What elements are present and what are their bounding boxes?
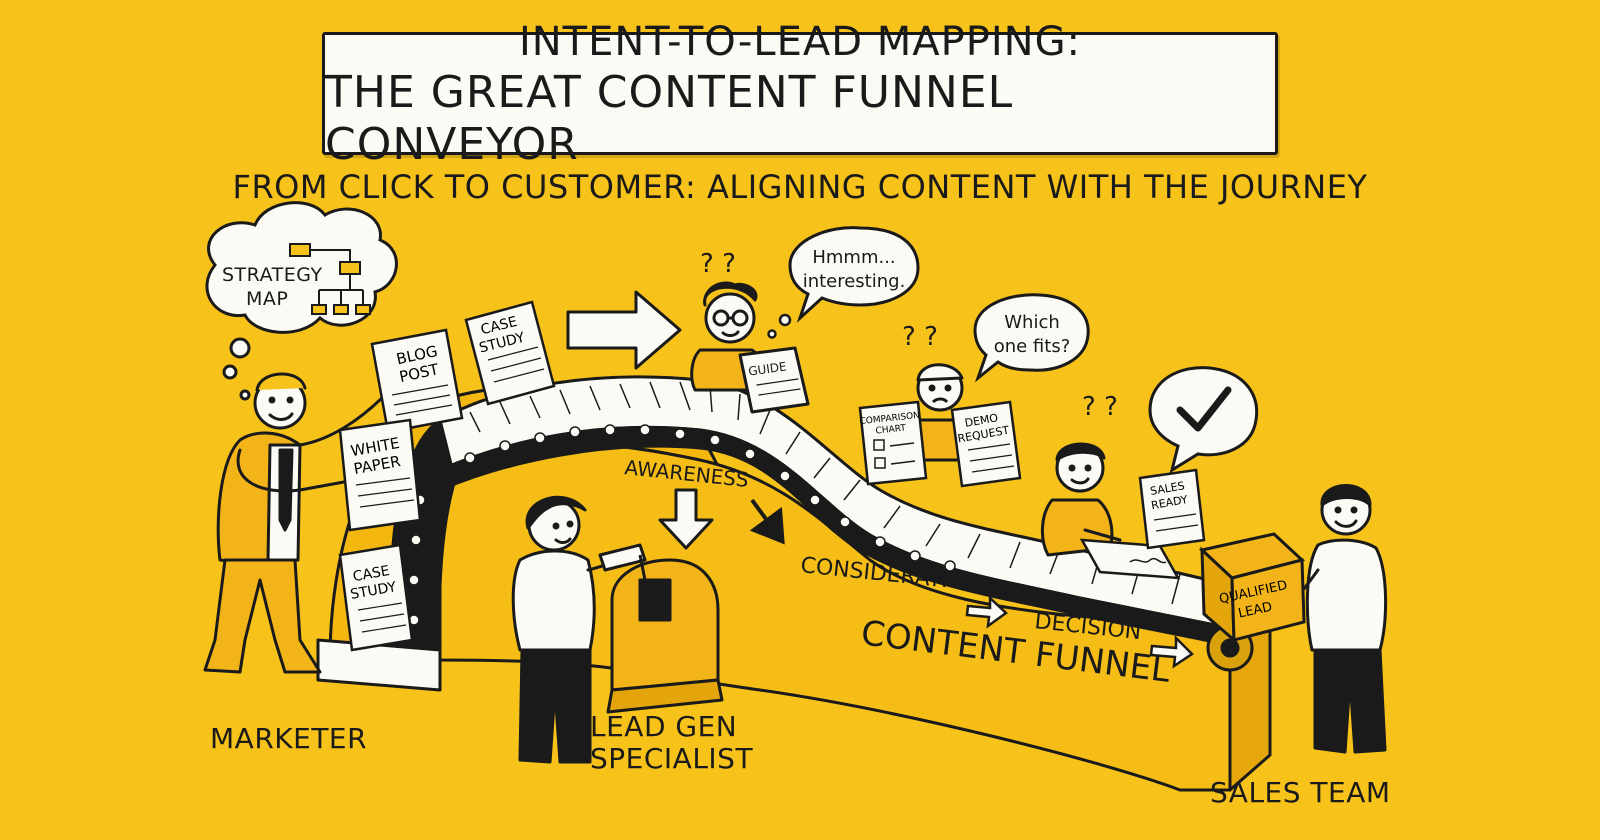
comparison-line-2: CHART	[875, 423, 907, 436]
marketer-figure	[203, 372, 387, 674]
lead-machine	[598, 543, 724, 714]
lead-gen-specialist-figure	[511, 495, 632, 764]
demo-request-document: DEMO REQUEST	[950, 400, 1022, 488]
strategy-map-line-1: STRATEGY	[222, 264, 323, 286]
sales-team-figure	[1290, 484, 1388, 754]
awareness-arrow-icon	[658, 488, 714, 550]
reader-question-marks: ? ?	[700, 249, 736, 279]
evaluator-speech-line-2: one fits?	[994, 336, 1071, 357]
case-study-low-line-2: STUDY	[349, 579, 398, 603]
reader-figure: GUIDE	[690, 281, 810, 414]
label-marketer: MARKETER	[210, 722, 368, 755]
label-lead-gen-line-2: SPECIALIST	[590, 742, 754, 775]
label-sales-team: SALES TEAM	[1210, 776, 1391, 809]
signer-question-marks: ? ?	[1082, 392, 1118, 422]
decision-arrow-icon	[1149, 634, 1194, 669]
white-paper-document: WHITE PAPER	[338, 418, 422, 532]
evaluator-speech-bubble: Which one fits?	[973, 293, 1090, 383]
flow-arrow-icon	[566, 290, 682, 370]
evaluator-question-text: ? ?	[902, 322, 938, 352]
blog-post-document: BLOG POST	[370, 328, 464, 434]
qualified-lead-line-2: LEAD	[1237, 600, 1274, 622]
belt-rollers	[408, 424, 956, 626]
sales-ready-line-2: READY	[1150, 493, 1189, 512]
title-box: INTENT-TO-LEAD MAPPING: THE GREAT CONTEN…	[322, 19, 1278, 170]
case-study-document-top: CASE STUDY	[464, 300, 556, 406]
case-study-low-line-1: CASE	[352, 563, 391, 585]
sales-ready-line-1: SALES	[1149, 479, 1186, 498]
case-study-document-low: CASE STUDY	[338, 543, 414, 652]
signing-sheet	[1079, 538, 1181, 580]
reader-question-text: ? ?	[700, 249, 736, 279]
reader-speech-line-2: interesting.	[803, 271, 906, 292]
qualified-lead-box: QUALIFIED LEAD	[1198, 532, 1306, 644]
title-line-2: THE GREAT CONTENT FUNNEL CONVEYOR	[325, 66, 1014, 170]
belt-texture	[469, 381, 1211, 613]
signer-question-text: ? ?	[1082, 392, 1118, 422]
reader-speech-bubble: Hmmm... interesting.	[788, 226, 920, 323]
checkmark-icon	[1176, 386, 1232, 432]
label-lead-gen-line-1: LEAD GEN	[590, 710, 738, 743]
subtitle: FROM CLICK TO CUSTOMER: ALIGNING CONTENT…	[232, 168, 1368, 206]
signer-figure	[1041, 442, 1122, 557]
evaluator-question-marks: ? ?	[902, 322, 938, 352]
demo-request-line-1: DEMO	[964, 411, 1000, 430]
sales-ready-document: SALES READY	[1138, 468, 1206, 550]
consideration-arrow-icon	[965, 595, 1008, 629]
checkmark-speech-bubble	[1148, 366, 1259, 474]
reader-speech-line-1: Hmmm...	[812, 247, 895, 268]
title-line-1: INTENT-TO-LEAD MAPPING:	[518, 18, 1082, 65]
conveyor-machine	[316, 375, 1272, 792]
guide-label: GUIDE	[747, 359, 787, 378]
strategy-map-icon	[289, 243, 371, 315]
comparison-chart-document: COMPARISON CHART	[858, 400, 928, 486]
evaluator-speech-line-1: Which	[1004, 312, 1060, 333]
strategy-map-line-2: MAP	[246, 288, 289, 310]
strategy-thought-bubble	[205, 201, 398, 401]
awareness-diagonal-arrow	[749, 498, 785, 545]
